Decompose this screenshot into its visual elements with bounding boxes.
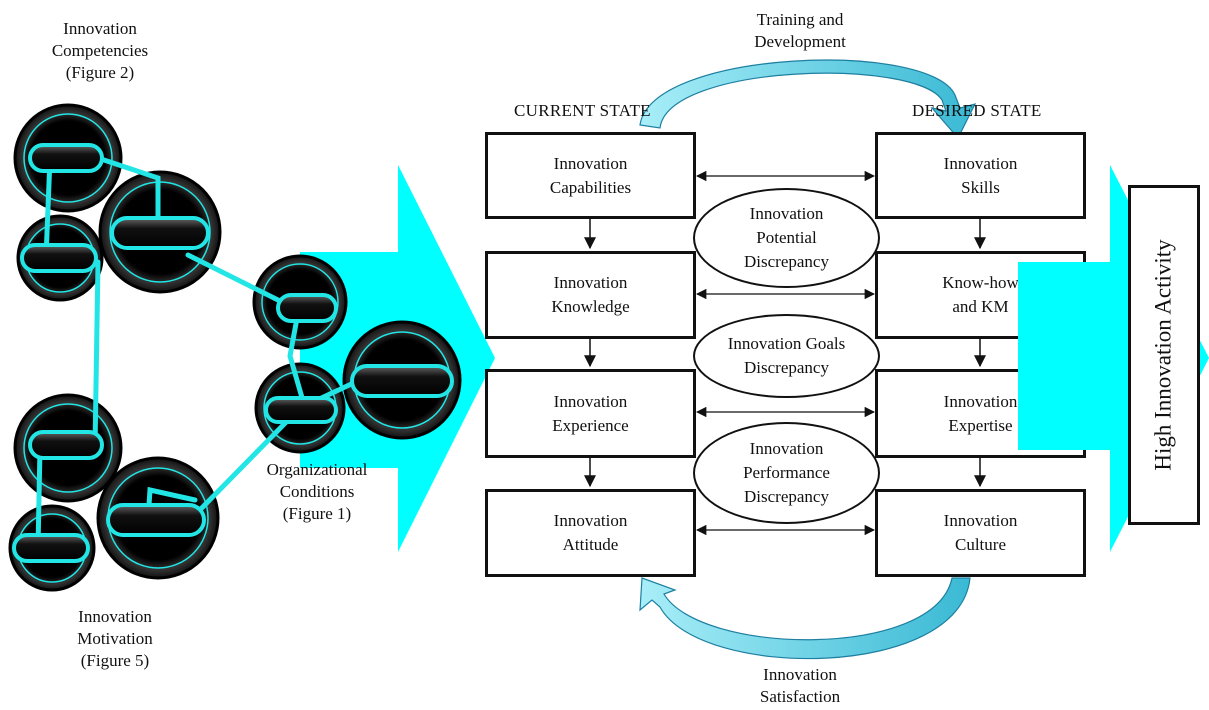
motivation-label: Innovation Motivation (Figure 5) — [77, 607, 153, 670]
competencies-cluster-icon — [13, 103, 222, 302]
competencies-label: Innovation Competencies (Figure 2) — [51, 19, 149, 82]
satisfaction-curved-arrow — [639, 577, 971, 660]
conditions-label: Organizational Conditions (Figure 1) — [266, 460, 368, 523]
current-state-header: CURRENT STATE — [514, 101, 651, 120]
training-label: Training and Development — [754, 10, 846, 51]
satisfaction-label: Innovation Satisfaction — [759, 665, 841, 706]
cluster-pills — [12, 143, 454, 563]
high-innovation-activity-box: High Innovation Activity — [1128, 185, 1200, 525]
desired-state-header: DESIRED STATE — [912, 101, 1042, 120]
training-curved-arrow — [639, 59, 977, 140]
result-label: High Innovation Activity — [1151, 239, 1177, 471]
